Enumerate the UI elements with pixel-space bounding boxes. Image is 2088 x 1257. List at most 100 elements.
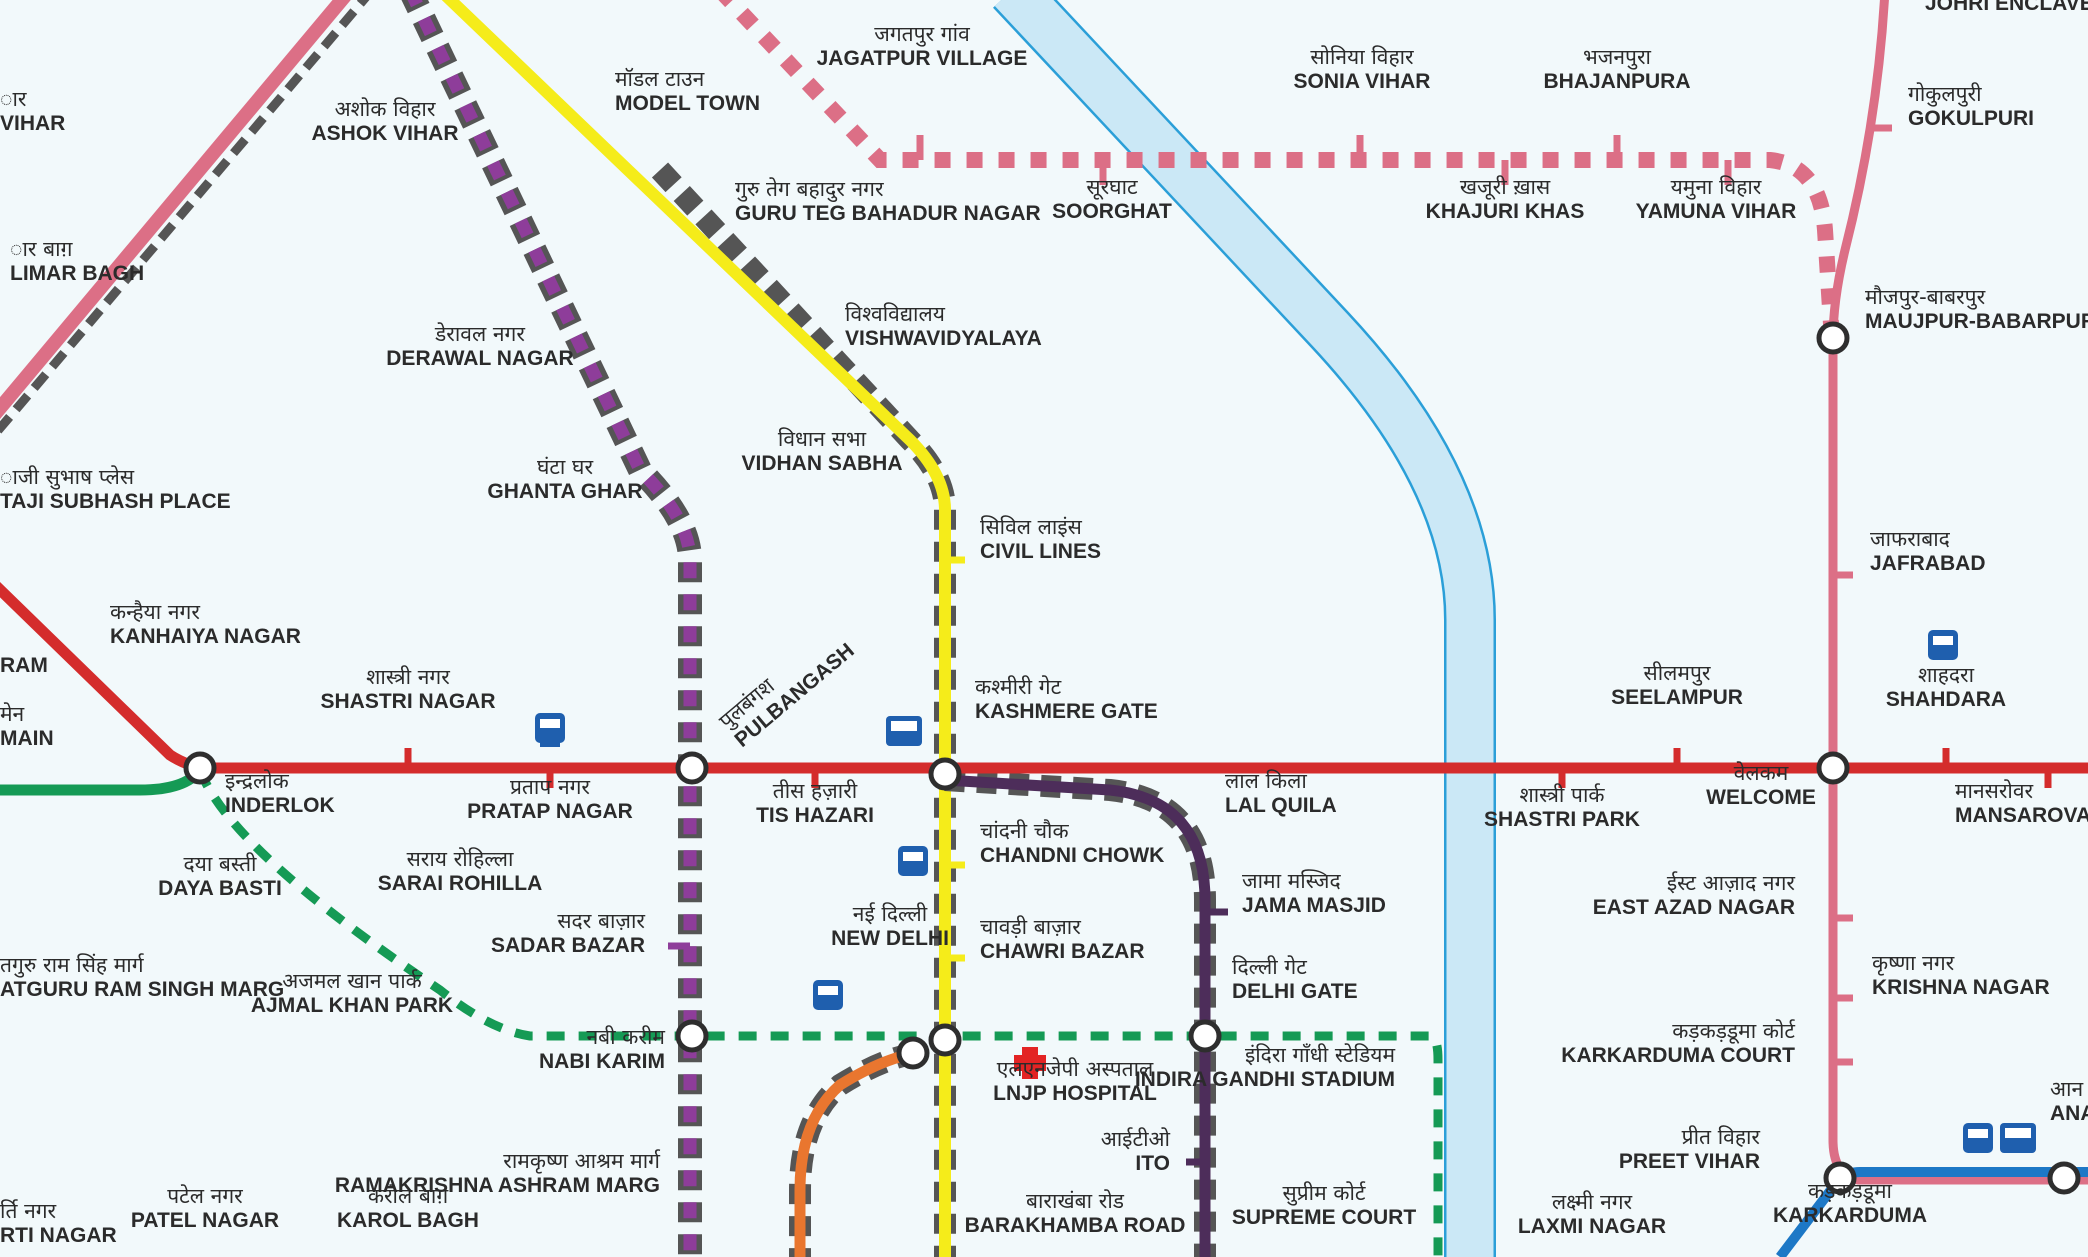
station-nabi-karim[interactable] xyxy=(675,1019,709,1053)
station-name-hindi: मॉडल टाउन xyxy=(615,67,705,91)
station-label-tis-hazari[interactable]: तीस हज़ारीTIS HAZARI xyxy=(756,779,874,827)
magenta-line-dotted xyxy=(401,0,702,1257)
station-label-dayabasti[interactable]: दया बस्तीDAYA BASTI xyxy=(158,852,282,900)
station-name-english: TIS HAZARI xyxy=(756,804,874,827)
station-label-gokulpuri[interactable]: गोकुलपुरीGOKULPURI xyxy=(1908,82,2034,130)
station-maujpur-babarpur[interactable] xyxy=(1816,321,1850,355)
station-kashmere-gate[interactable] xyxy=(928,757,962,791)
station-label-johri-enclave[interactable]: JOHRI ENCLAVE xyxy=(1925,0,2088,15)
station-label-karkarduma[interactable]: कड़कड़डूमाKARKARDUMA xyxy=(1773,1179,1927,1227)
station-name-english: SONIA VIHAR xyxy=(1294,70,1431,93)
metro-train-icon xyxy=(1963,1123,1993,1153)
station-label-new-delhi[interactable]: नई दिल्लीNEW DELHI xyxy=(831,902,949,950)
station-label-shahdara[interactable]: शाहदराSHAHDARA xyxy=(1886,663,2006,711)
station-name-english: TAJI SUBHASH PLACE xyxy=(0,490,231,513)
station-welcome[interactable] xyxy=(1816,751,1850,785)
station-label-karol-bagh[interactable]: करोल बाग़KAROL BAGH xyxy=(337,1184,479,1232)
station-label-shastri-nagar-ram[interactable]: RAM xyxy=(0,654,48,677)
station-new-delhi[interactable] xyxy=(928,1023,962,1057)
station-name-hindi: दिल्ली गेट xyxy=(1232,955,1307,979)
station-name-english: SARAI ROHILLA xyxy=(378,872,543,895)
station-name-hindi: लाल किला xyxy=(1225,769,1307,793)
station-name-english: LIMAR BAGH xyxy=(10,262,144,285)
station-name-hindi: नई दिल्ली xyxy=(853,902,928,926)
station-label-mansarovar-park[interactable]: मानसरोवरMANSAROVAR xyxy=(1955,779,2088,827)
station-name-hindi: आन xyxy=(2050,1077,2083,1101)
station-label-sarai-rohilla[interactable]: सराय रोहिल्लाSARAI ROHILLA xyxy=(378,847,543,895)
station-name-english: CIVIL LINES xyxy=(980,540,1101,563)
station-label-lal-quila[interactable]: लाल किलाLAL QUILA xyxy=(1225,769,1337,817)
station-new-delhi-orange[interactable] xyxy=(896,1036,930,1070)
station-name-hindi: गोकुलपुरी xyxy=(1908,82,1982,107)
station-name-english: VISHWAVIDYALAYA xyxy=(845,327,1042,350)
station-name-english: SHASTRI PARK xyxy=(1484,808,1640,831)
station-delhi-gate[interactable] xyxy=(1188,1019,1222,1053)
station-name-english: VIHAR xyxy=(0,112,65,135)
station-name-hindi: रामकृष्ण आश्रम मार्ग xyxy=(503,1149,661,1174)
yellow-line xyxy=(441,0,956,1257)
station-name-hindi: कन्हैया नगर xyxy=(110,600,200,624)
station-inderlok[interactable] xyxy=(183,751,217,785)
station-pulbangash[interactable] xyxy=(675,751,709,785)
station-label-bhajanpura[interactable]: भजनपुराBHAJANPURA xyxy=(1543,45,1690,93)
station-name-english: DAYA BASTI xyxy=(158,877,282,900)
station-karkarduma[interactable] xyxy=(1823,1161,1857,1195)
station-name-english: WELCOME xyxy=(1706,786,1816,809)
station-name-english: PREET VIHAR xyxy=(1619,1150,1760,1173)
station-name-hindi: यमुना विहार xyxy=(1671,175,1762,200)
station-label-shalimar-bagh[interactable]: ार बाग़LIMAR BAGH xyxy=(10,237,144,285)
station-label-vidhan-sabha[interactable]: विधान सभाVIDHAN SABHA xyxy=(741,427,902,475)
station-anand-vihar[interactable] xyxy=(2047,1161,2081,1195)
station-name-english: GURU TEG BAHADUR NAGAR xyxy=(735,202,1041,225)
station-name-hindi: शास्त्री पार्क xyxy=(1519,783,1605,807)
station-name-hindi: वेलकम xyxy=(1734,761,1789,785)
